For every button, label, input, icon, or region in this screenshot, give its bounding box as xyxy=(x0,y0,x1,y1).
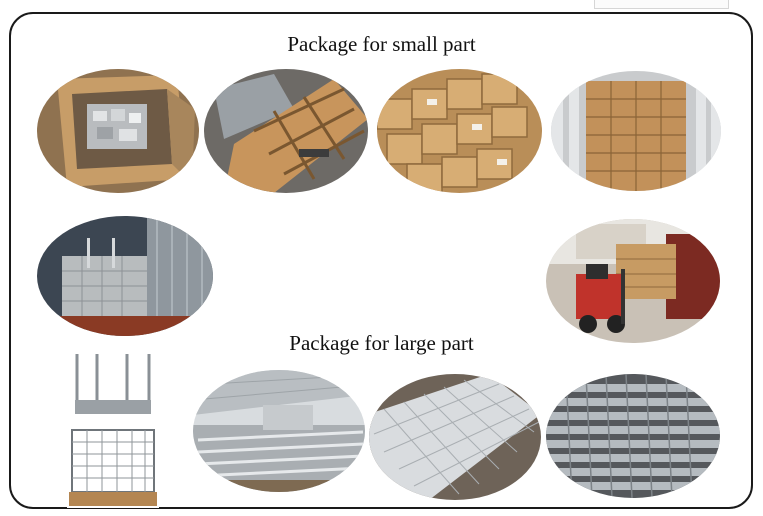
welded-mesh-panels-photo xyxy=(369,374,541,500)
ground-screws-photo xyxy=(546,374,720,498)
top-tab-decoration xyxy=(594,0,729,9)
boxed-small-parts-photo xyxy=(37,69,199,193)
container-loaded-cartons-photo xyxy=(551,71,721,191)
large-part-heading: Package for large part xyxy=(289,331,474,355)
forklift-loading-photo xyxy=(546,219,720,343)
small-part-heading: Package for small part xyxy=(287,32,476,56)
stacked-cartons-photo xyxy=(377,69,542,193)
steel-stillage-rack-photo xyxy=(67,352,159,508)
carton-dividers-photo xyxy=(204,69,368,193)
warehouse-profiles-photo xyxy=(193,370,365,492)
container-mesh-panels-photo xyxy=(37,216,213,336)
